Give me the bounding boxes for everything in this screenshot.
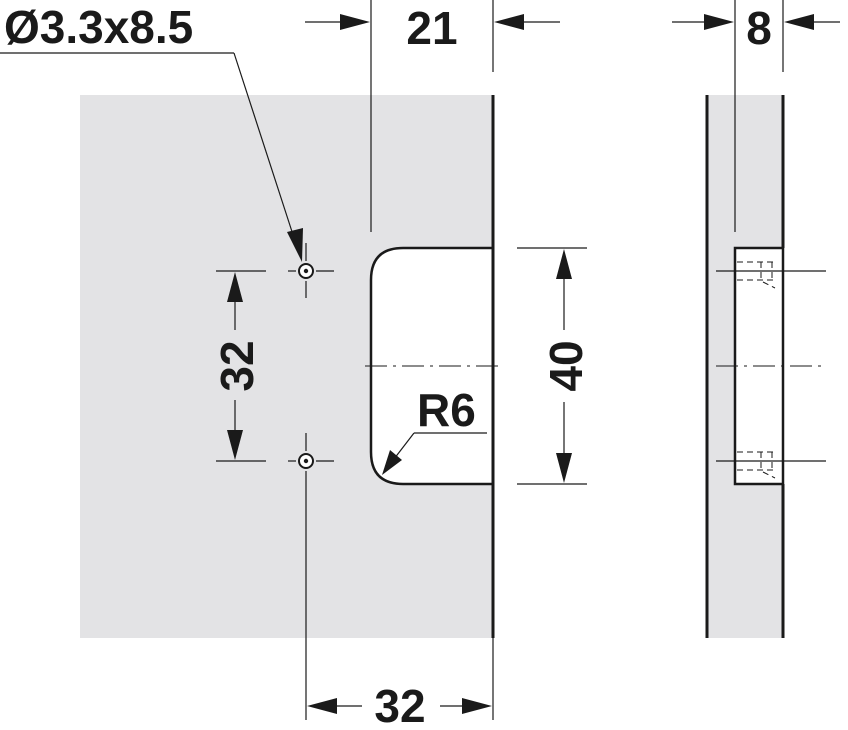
hole-dimension-label: Ø3.3x8.5 bbox=[4, 1, 193, 53]
screw-hole-top bbox=[288, 243, 334, 298]
hole-offset-dimension: 32 bbox=[307, 638, 494, 730]
screw-hole-bottom bbox=[288, 433, 334, 469]
depth-label: 8 bbox=[746, 2, 772, 54]
radius-label: R6 bbox=[417, 384, 476, 436]
hole-dimension: Ø3.3x8.5 bbox=[0, 1, 303, 262]
cutout-height-label: 40 bbox=[540, 340, 592, 391]
side-view bbox=[705, 95, 826, 638]
hole-offset-label: 32 bbox=[374, 680, 425, 730]
hole-spacing-label: 32 bbox=[211, 340, 263, 391]
depth-dimension: 8 bbox=[672, 0, 840, 232]
hole-spacing-dimension: 32 bbox=[211, 270, 266, 462]
side-screw-top bbox=[716, 261, 826, 289]
side-screw-bottom bbox=[716, 451, 826, 479]
cutout-height-dimension: 40 bbox=[517, 247, 592, 485]
width-top-dimension: 21 bbox=[305, 0, 560, 232]
width-top-label: 21 bbox=[406, 2, 457, 54]
front-view bbox=[80, 95, 500, 720]
radius-dimension: R6 bbox=[382, 384, 487, 475]
